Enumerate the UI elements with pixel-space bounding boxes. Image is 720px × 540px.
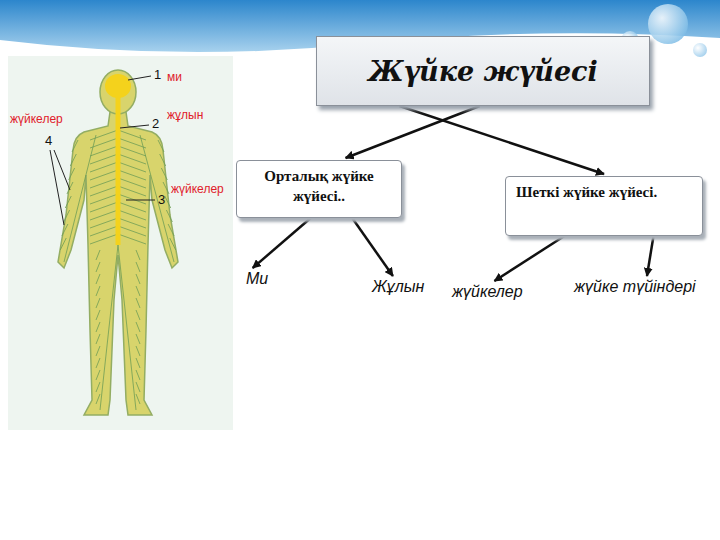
leaf-text: жүйке түйіндері (574, 278, 696, 296)
leaf-text: Ми (246, 270, 268, 288)
arrow-connector (346, 106, 480, 158)
bubble (648, 4, 688, 44)
arrow-connector (494, 236, 564, 281)
leaf-text: жүйкелер (452, 283, 523, 301)
node-label: Шеткі жүйке жүйесі. (516, 183, 692, 203)
callout-number: 2 (152, 116, 159, 131)
figure-panel (8, 56, 233, 430)
human-figure (58, 70, 178, 415)
callout-number: 1 (154, 67, 161, 82)
arrow-connector (400, 106, 605, 174)
part-label: жүйкелер (170, 182, 225, 196)
leader-lines (50, 76, 155, 225)
callout-number: 4 (45, 133, 52, 148)
arrow-connector (647, 236, 654, 276)
part-label: жұлын (166, 108, 204, 122)
node-label: жүйке түйіндері (574, 278, 696, 296)
leaf-text: Жұлын (372, 278, 424, 296)
part-label: жүйкелер (9, 112, 64, 126)
process-box: Шеткі жүйке жүйесі. (505, 176, 703, 236)
node-label: Жүйке жүйесі (368, 56, 598, 87)
part-label: ми (166, 70, 183, 84)
spinal-cord (116, 96, 121, 245)
main-box: Жүйке жүйесі (316, 36, 650, 106)
arrow-connector (352, 218, 393, 276)
process-box: Орталық жүйке жүйесі.. (236, 160, 402, 218)
node-label: Орталық жүйке жүйесі.. (247, 167, 391, 206)
node-label: Ми (246, 270, 268, 288)
node-label: Жұлын (372, 278, 424, 296)
arrow-connector (253, 218, 311, 268)
brain (105, 74, 131, 98)
callout-number: 3 (158, 192, 165, 207)
node-label: жүйкелер (452, 283, 523, 301)
bubble (693, 43, 707, 57)
